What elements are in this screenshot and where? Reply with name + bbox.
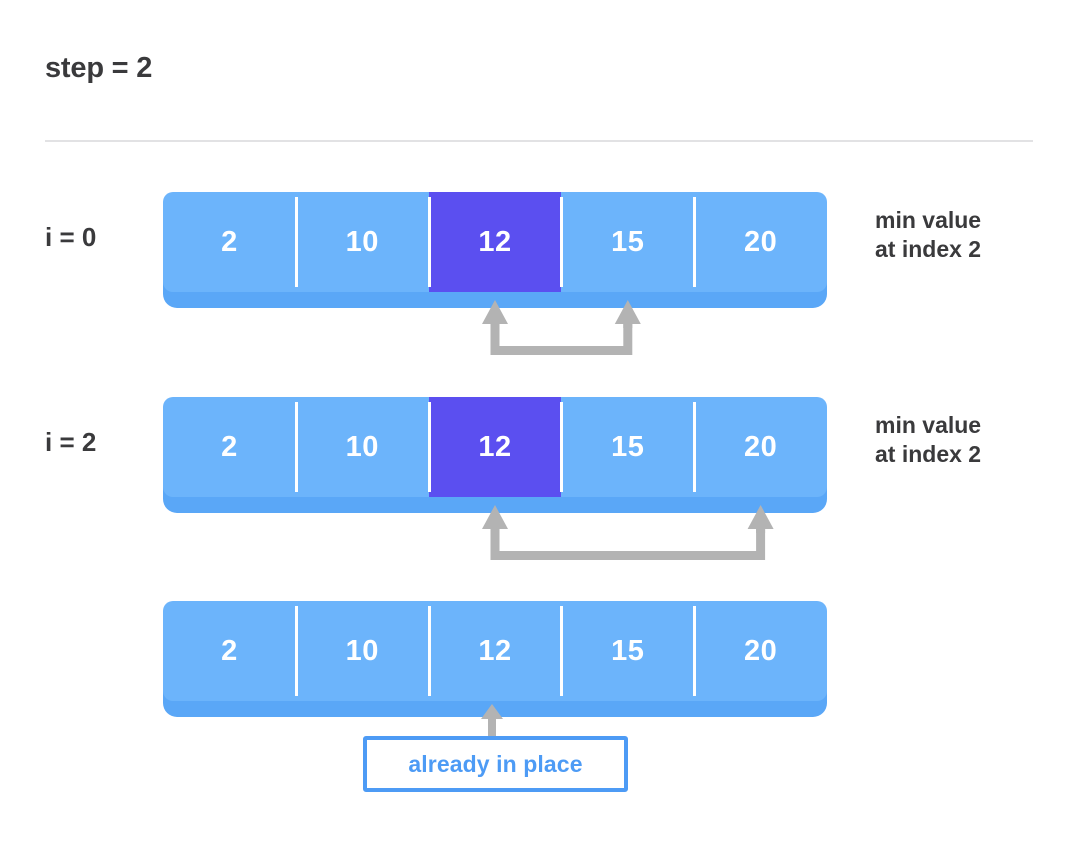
array-cell-value-1-0: 2 [221,430,238,463]
array-cell-0-3[interactable]: 15 [560,192,695,292]
array-cell-1-2[interactable]: 12 [427,397,562,497]
row-note-line2-0: at index 2 [875,235,982,262]
array-cell-1-1[interactable]: 10 [294,397,429,497]
array-cell-2-3[interactable]: 15 [560,601,695,701]
row-note-line1-0: min value [875,207,982,233]
array-cell-0-1[interactable]: 10 [294,192,429,292]
array-cell-value-1-4: 20 [743,430,778,463]
array-cell-value-1-1: 10 [345,430,379,463]
already-in-place-label: already in place [408,750,583,777]
array-cell-value-1-3: 15 [611,430,645,463]
array-cell-2-1[interactable]: 10 [294,601,429,701]
row-index-label-0: i = 0 [45,222,97,252]
array-cell-2-4[interactable]: 20 [693,601,827,701]
row-note-line1-1: min value [875,412,982,438]
array-cell-value-0-3: 15 [611,225,645,258]
array-cell-0-2[interactable]: 12 [427,192,562,292]
swap-connector-0 [163,300,827,366]
array-cell-value-1-2: 12 [478,430,512,463]
array-cell-value-2-2: 12 [478,634,512,667]
array-cell-value-2-1: 10 [345,634,379,667]
array-bar-1: 2 10 12 15 20 [163,397,827,497]
array-cell-2-2[interactable]: 12 [427,601,562,701]
row-note-line2-1: at index 2 [875,440,982,467]
array-cell-0-4[interactable]: 20 [693,192,827,292]
array-bar-2: 2 10 12 15 20 [163,601,827,701]
array-cell-value-2-3: 15 [611,634,645,667]
array-cell-value-2-4: 20 [743,634,778,667]
array-cell-2-0[interactable]: 2 [163,601,296,701]
array-cell-0-0[interactable]: 2 [163,192,296,292]
array-cell-value-0-4: 20 [743,225,778,258]
array-cell-value-0-0: 2 [221,225,238,258]
step-label: step = 2 [45,52,153,84]
array-cell-1-4[interactable]: 20 [693,397,827,497]
array-cell-1-3[interactable]: 15 [560,397,695,497]
header-divider [45,140,1033,142]
already-in-place-arrow [480,704,504,743]
array-cell-1-0[interactable]: 2 [163,397,296,497]
swap-connector-1 [163,505,827,571]
array-cell-value-2-0: 2 [221,634,238,667]
row-index-label-1: i = 2 [45,427,97,457]
array-bar-0: 2 10 12 15 20 [163,192,827,292]
array-cell-value-0-1: 10 [345,225,379,258]
array-cell-value-0-2: 12 [478,225,512,258]
already-in-place-callout: already in place [363,736,628,792]
